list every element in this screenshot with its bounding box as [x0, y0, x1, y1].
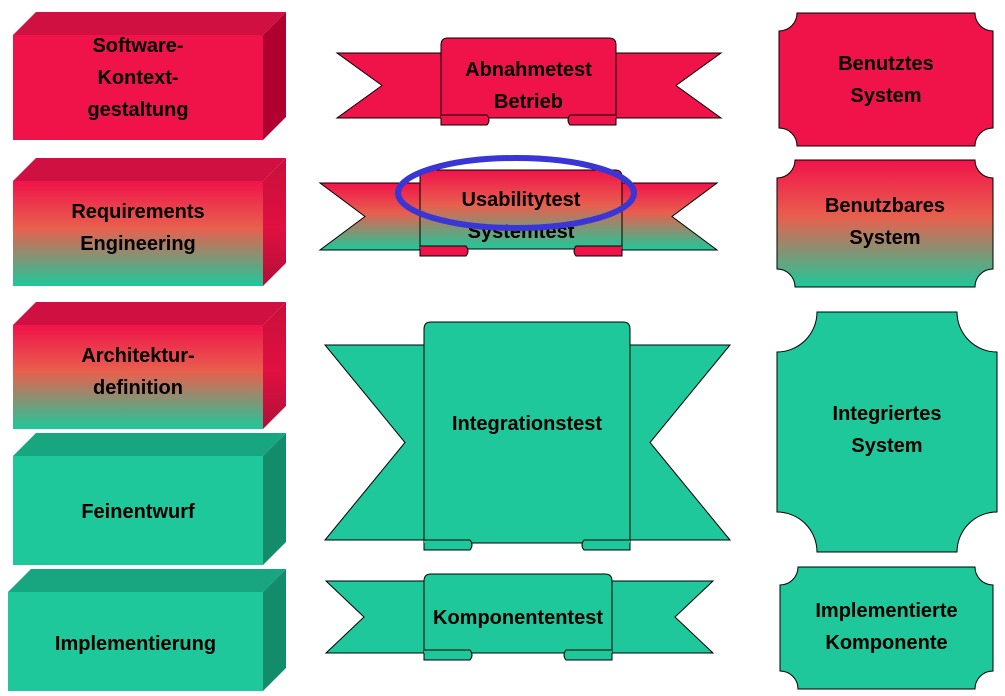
ribbon-left-tail — [335, 52, 442, 119]
activity-label-line-2: Kontext- — [97, 67, 178, 89]
block-front-face — [13, 325, 263, 429]
block-front-face — [13, 181, 263, 286]
activity-block: Implementierung — [8, 569, 286, 691]
ribbon-center-panel — [440, 37, 617, 119]
ribbon-right-tail — [621, 182, 719, 251]
ribbon-center-panel — [423, 321, 631, 544]
ribbon-left-curl — [440, 114, 490, 126]
activity-label-line-1: Software- — [92, 35, 183, 57]
activity-block: Feinentwurf — [13, 433, 286, 565]
activity-label-line-3: gestaltung — [87, 99, 188, 121]
block-front-face — [13, 35, 263, 140]
activity-block: Architektur-definition — [13, 302, 286, 429]
activity-label-line-1: Implementierung — [55, 633, 216, 655]
plaque-shape — [779, 566, 994, 690]
ribbon-left-tail — [323, 344, 425, 541]
block-side-face — [263, 302, 286, 429]
block-top-face — [13, 302, 286, 325]
block-top-face — [8, 569, 286, 592]
ribbon-right-tail — [615, 52, 723, 119]
test-label-line-1: Komponententest — [433, 607, 603, 629]
plaque-shape — [778, 12, 994, 147]
block-side-face — [263, 158, 286, 286]
test-label-line-1: Abnahmetest — [465, 59, 592, 81]
block-top-face — [13, 433, 286, 456]
activity-label-line-2: Engineering — [80, 233, 196, 255]
activity-label-line-1: Requirements — [71, 201, 204, 223]
highlight-ellipse — [395, 155, 637, 231]
ribbon-left-tail — [318, 182, 421, 251]
activity-block: Software- Kontext-gestaltung — [13, 12, 286, 140]
ribbon-right-curl — [563, 649, 613, 661]
result-label-line-1: Benutztes — [838, 53, 934, 75]
result-label-line-2: System — [851, 435, 922, 457]
result-label-line-2: System — [849, 227, 920, 249]
ribbon-left-curl — [419, 245, 469, 257]
result-label-line-1: Integriertes — [833, 403, 942, 425]
block-front-face — [8, 592, 263, 691]
block-side-face — [263, 12, 286, 140]
test-label-line-1: Usabilitytest — [462, 189, 581, 211]
plaque-shape — [776, 311, 998, 553]
ribbon-right-curl — [567, 114, 617, 126]
test-ribbon: Komponententest — [324, 573, 715, 661]
block-side-face — [263, 569, 286, 691]
activity-label-line-1: Architektur- — [81, 345, 194, 367]
ribbon-right-curl — [581, 539, 631, 551]
plaque-shape — [776, 159, 994, 288]
test-label-line-2: Betrieb — [494, 91, 563, 113]
activity-label-line-2: definition — [93, 377, 183, 399]
ribbon-center-panel — [423, 573, 613, 654]
result-label-line-1: Implementierte — [815, 600, 957, 622]
block-front-face — [13, 456, 263, 565]
test-label-line-1: Integrationstest — [452, 413, 602, 435]
result-label-line-1: Benutzbares — [825, 195, 945, 217]
activity-label-line-1: Feinentwurf — [81, 501, 195, 523]
ribbon-right-tail — [611, 580, 715, 654]
block-top-face — [13, 158, 286, 181]
ribbon-right-tail — [629, 344, 732, 541]
block-top-face — [13, 12, 286, 35]
ribbon-left-curl — [423, 649, 473, 661]
ribbon-left-curl — [423, 539, 473, 551]
block-side-face — [263, 433, 286, 565]
ribbon-right-curl — [573, 245, 623, 257]
test-ribbon: Integrationstest — [323, 321, 732, 551]
ribbon-left-tail — [324, 580, 425, 654]
result-label-line-2: Komponente — [825, 632, 947, 654]
result-label-line-2: System — [850, 85, 921, 107]
